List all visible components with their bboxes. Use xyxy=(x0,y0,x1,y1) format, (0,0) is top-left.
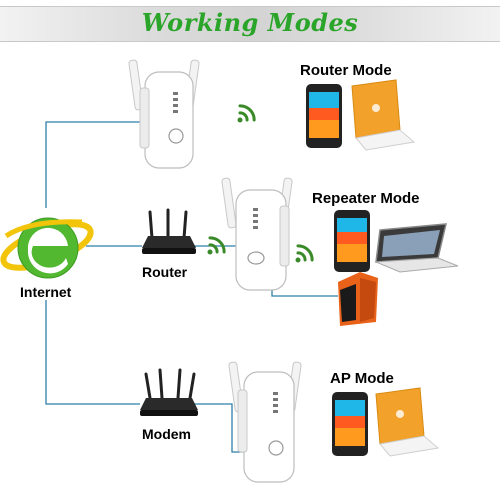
modem-icon xyxy=(140,368,198,416)
router-label: Router xyxy=(142,264,188,280)
wifi-extender-icon xyxy=(228,361,302,483)
router-mode-label: Router Mode xyxy=(300,62,392,79)
modem-label: Modem xyxy=(142,426,191,442)
smartphone-icon xyxy=(334,210,370,272)
line-repeater-to-desktop xyxy=(271,290,338,297)
line-internet-to-router-mode xyxy=(45,121,149,208)
smartphone-icon xyxy=(332,392,368,456)
wifi-signal-icon xyxy=(237,104,256,123)
desktop-tower-icon xyxy=(338,272,378,326)
smartphone-icon xyxy=(306,84,342,148)
router-icon xyxy=(142,208,196,254)
internet-explorer-icon xyxy=(0,217,94,279)
ap-mode-label: AP Mode xyxy=(330,370,394,387)
laptop-icon xyxy=(351,79,416,151)
title-banner xyxy=(0,6,500,42)
page-title: Working Modes xyxy=(141,8,359,37)
laptop-icon xyxy=(375,387,440,457)
wifi-extender-icon xyxy=(221,177,293,291)
line-internet-to-modem xyxy=(45,300,140,405)
repeater-mode-label: Repeater Mode xyxy=(312,190,420,207)
connection-lines xyxy=(45,121,338,453)
line-modem-to-ap xyxy=(194,403,244,453)
wifi-signal-icon xyxy=(295,244,314,263)
convertible-laptop-icon xyxy=(375,223,459,273)
wifi-signal-icon xyxy=(207,236,226,255)
internet-label: Internet xyxy=(20,284,72,300)
wifi-extender-icon xyxy=(128,59,200,169)
